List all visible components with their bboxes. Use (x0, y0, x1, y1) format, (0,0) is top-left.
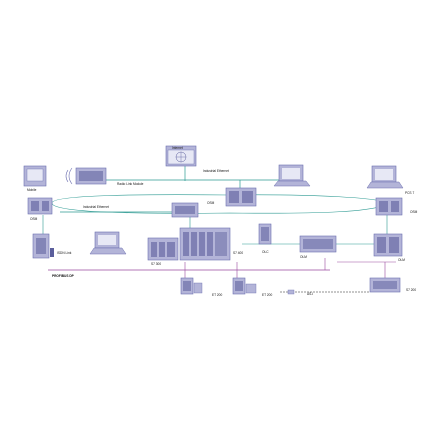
isdn-link-label: ISDN Link (57, 251, 72, 255)
radio-link-module-label: Radio Link Module (117, 182, 144, 186)
asi-label: AS-I (307, 292, 313, 296)
osm-left-label: OSM (30, 217, 38, 221)
et200-right-label: ET 200 (262, 293, 272, 297)
osm-right[interactable]: OSM (375, 197, 418, 216)
internet-label: Internet (172, 146, 183, 150)
asi-device[interactable] (287, 289, 295, 295)
laptop-left[interactable] (89, 231, 127, 255)
osm-right-label: OSM (410, 210, 418, 214)
s7-200-label: S7 200 (406, 288, 416, 292)
olm-right[interactable]: OLM (373, 233, 405, 262)
et200-left-label: ET 200 (212, 293, 222, 297)
mobile-device[interactable]: Mobile (23, 165, 47, 192)
et200-right[interactable]: ET 200 (232, 277, 272, 297)
s7-300-plc[interactable]: S7 300 (147, 237, 179, 266)
industrial-ethernet-left-label: Industrial Ethernet (83, 205, 109, 209)
radio-link-module[interactable] (75, 167, 107, 185)
industrial-ethernet-top-label: Industrial Ethernet (203, 169, 229, 173)
profibus-dp-label: PROFIBUS DP (52, 274, 75, 278)
s7-400-plc[interactable]: S7 400 (179, 227, 243, 261)
osm-left[interactable]: OSM (27, 197, 53, 221)
pcs7-label: PCS 7 (405, 191, 414, 195)
mobile-label: Mobile (27, 188, 37, 192)
internet-node[interactable]: Internet (165, 145, 197, 167)
olm-left[interactable]: OLM (299, 235, 337, 259)
s7-300-label: S7 300 (151, 262, 161, 266)
osm-center[interactable]: OSM (207, 187, 257, 207)
center-switch[interactable] (171, 202, 199, 218)
laptop-top[interactable] (273, 164, 311, 187)
olm-right-label: OLM (398, 258, 405, 262)
pcs7-workstation[interactable]: PCS 7 (366, 165, 414, 195)
s7-200-plc[interactable]: S7 200 (369, 277, 416, 293)
radio-wave-icon (65, 167, 73, 185)
olc-label: OLC (262, 250, 269, 254)
olm-left-label: OLM (300, 255, 307, 259)
isdn-link-device[interactable]: ISDN Link (32, 233, 72, 259)
olc-device[interactable]: OLC (258, 223, 272, 254)
s7-400-label: S7 400 (233, 251, 243, 255)
ethernet-ring (51, 194, 389, 214)
osm-center-label: OSM (207, 201, 215, 205)
et200-left[interactable]: ET 200 (180, 277, 222, 297)
